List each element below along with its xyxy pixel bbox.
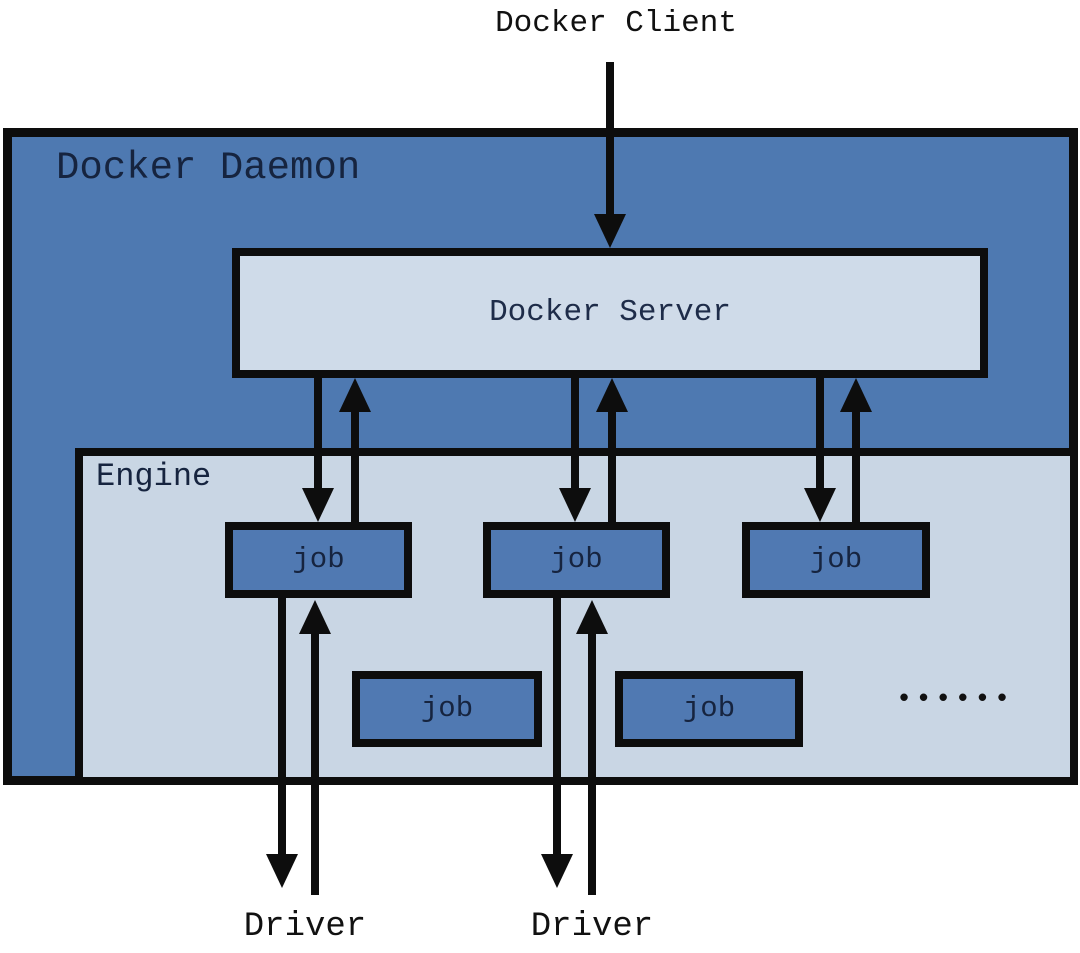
job1-to-driver1-arrow-head-icon — [266, 854, 298, 888]
driver-label-1: Driver — [243, 908, 367, 946]
job2-to-driver2-arrow-head-icon — [541, 854, 573, 888]
job-label: job — [420, 692, 474, 725]
server-to-job2-arrow-line — [571, 378, 579, 490]
server-to-job1-arrow-head-icon — [302, 488, 334, 522]
engine-label: Engine — [96, 458, 212, 495]
server-to-job3-arrow-head-icon — [804, 488, 836, 522]
job-label: job — [292, 543, 345, 576]
job-box-top-3: job — [742, 522, 930, 598]
driver-label-2: Driver — [530, 908, 654, 946]
docker-client-label: Docker Client — [495, 6, 737, 41]
job-box-bottom-1: job — [352, 671, 542, 747]
docker-server-label: Docker Server — [489, 295, 731, 330]
server-to-job2-arrow-head-icon — [559, 488, 591, 522]
job2-to-server-arrow-line — [608, 410, 616, 522]
job2-to-driver2-arrow-line — [553, 598, 561, 856]
driver2-to-job2-arrow-line — [588, 632, 596, 895]
job1-to-server-arrow-head-icon — [339, 378, 371, 412]
job-box-top-2: job — [483, 522, 670, 598]
docker-daemon-label: Docker Daemon — [56, 146, 361, 190]
job3-to-server-arrow-line — [852, 410, 860, 522]
job2-to-server-arrow-head-icon — [596, 378, 628, 412]
job-label: job — [809, 543, 863, 576]
server-to-job3-arrow-line — [816, 378, 824, 490]
more-jobs-ellipsis: •••••• — [896, 684, 1014, 714]
job-box-top-1: job — [225, 522, 412, 598]
client-to-server-arrow-head-icon — [594, 214, 626, 248]
docker-server-box: Docker Server — [232, 248, 988, 378]
job1-to-server-arrow-line — [351, 410, 359, 522]
job3-to-server-arrow-head-icon — [840, 378, 872, 412]
job-box-bottom-2: job — [615, 671, 803, 747]
job-label: job — [550, 543, 603, 576]
driver1-to-job1-arrow-line — [311, 632, 319, 895]
client-to-server-arrow-line — [606, 62, 614, 218]
driver2-to-job2-arrow-head-icon — [576, 600, 608, 634]
server-to-job1-arrow-line — [314, 378, 322, 490]
driver1-to-job1-arrow-head-icon — [299, 600, 331, 634]
job-label: job — [682, 692, 736, 725]
job1-to-driver1-arrow-line — [278, 598, 286, 856]
